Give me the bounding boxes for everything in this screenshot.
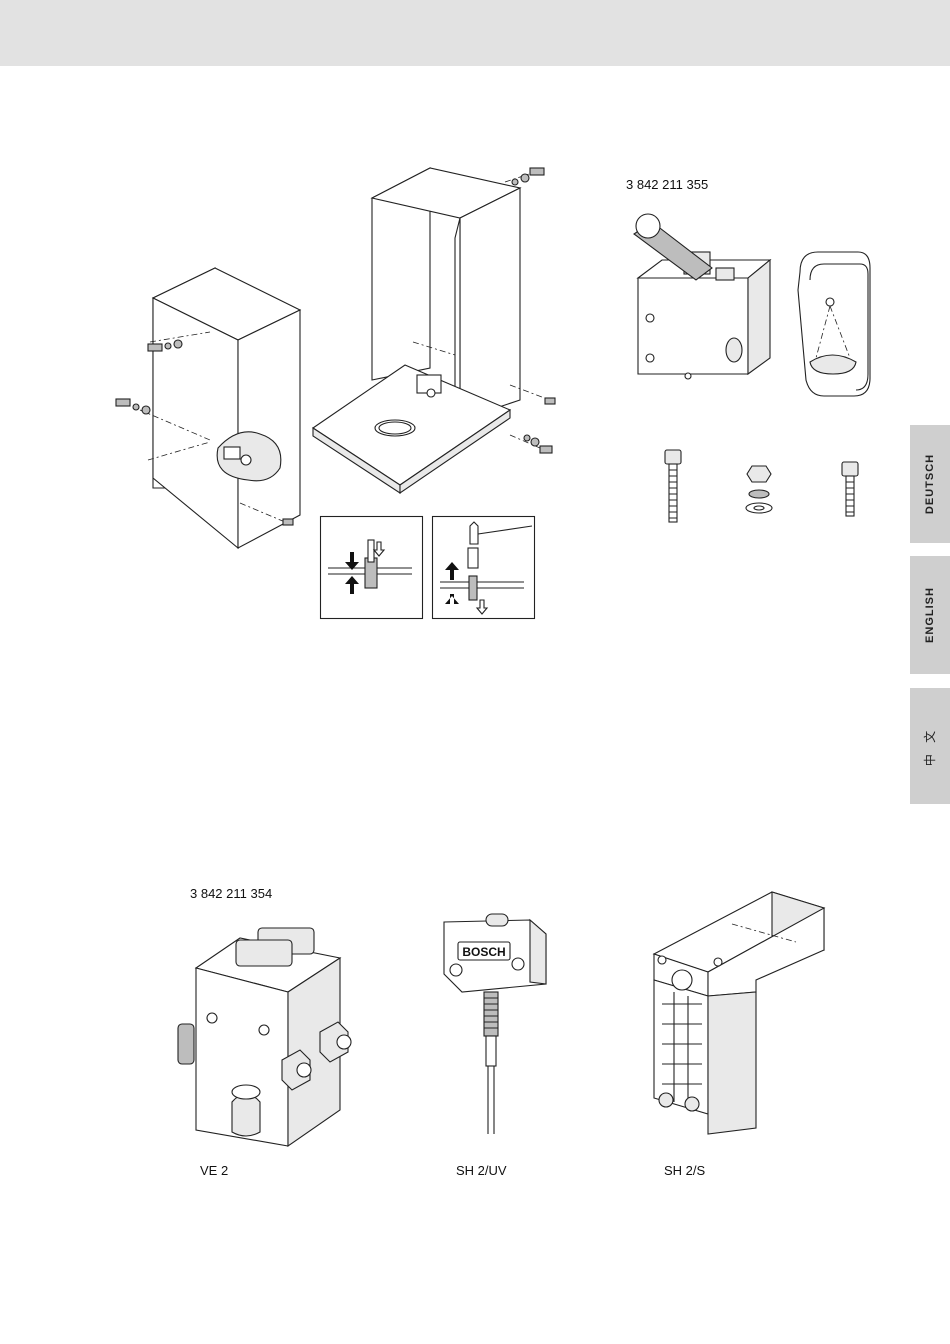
rivet-detail-box-1: [320, 516, 424, 620]
left-cover-assembly-drawing: [100, 260, 320, 550]
sh2s-bracket-drawing: [636, 888, 836, 1144]
caption-sh2s: SH 2/S: [664, 1163, 705, 1178]
caption-sh2uv: SH 2/UV: [456, 1163, 507, 1178]
rivet-detail-box-2: [432, 516, 536, 620]
tab-chinese-label: 中 文: [922, 726, 939, 765]
caption-ve2: VE 2: [200, 1163, 228, 1178]
tab-english-label: ENGLISH: [924, 587, 936, 643]
tab-english[interactable]: ENGLISH: [910, 556, 950, 674]
nut-washer-drawing: [744, 464, 774, 520]
sensor-brand-text: BOSCH: [462, 945, 505, 959]
ve2-valve-block-drawing: [160, 920, 370, 1150]
screw-short-drawing: [839, 462, 863, 520]
cam-plate-drawing: [790, 250, 880, 400]
tab-chinese[interactable]: 中 文: [910, 688, 950, 804]
valve-355-drawing: [622, 208, 762, 398]
tab-deutsch-label: DEUTSCH: [924, 454, 936, 514]
part-number-top: 3 842 211 355: [626, 177, 708, 192]
center-housing-assembly-drawing: [305, 160, 565, 490]
screw-long-drawing: [662, 450, 686, 526]
sh2uv-sensor-drawing: BOSCH: [430, 912, 560, 1134]
tab-deutsch[interactable]: DEUTSCH: [910, 425, 950, 543]
part-number-bottom: 3 842 211 354: [190, 886, 272, 901]
header-bar: [0, 0, 950, 66]
